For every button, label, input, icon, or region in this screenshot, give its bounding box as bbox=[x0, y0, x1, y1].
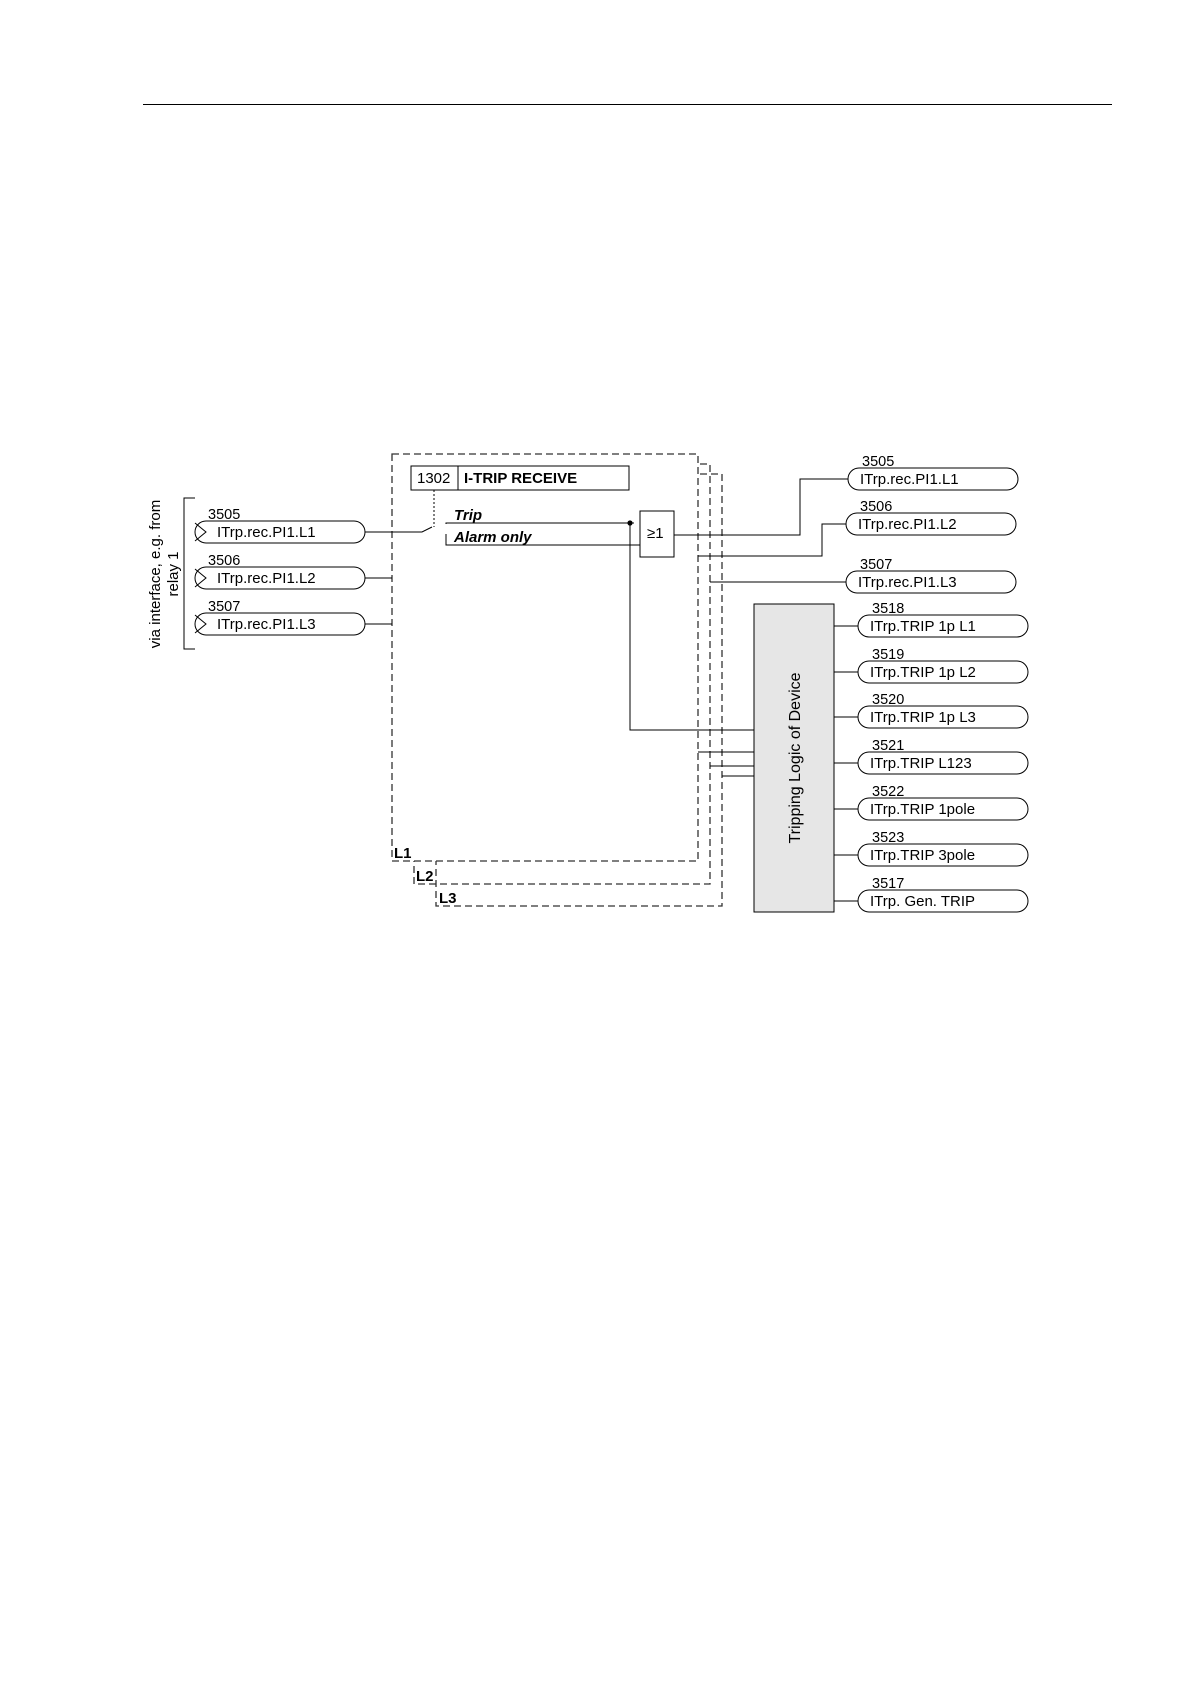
tripping-logic-block bbox=[753, 603, 835, 913]
trip-output-3517: 3517 ITrp. Gen. TRIP bbox=[857, 876, 1029, 913]
output-number: 3506 bbox=[860, 499, 892, 515]
input-group-label-line1: via interface, e.g. from bbox=[147, 500, 164, 648]
phase-output-3505: 3505 ITrp.rec.PI1.L1 bbox=[847, 454, 1019, 491]
parameter-box bbox=[410, 465, 630, 491]
trip-output-3518: 3518 ITrp.TRIP 1p L1 bbox=[857, 601, 1029, 638]
trip-label: ITrp.TRIP L123 bbox=[870, 755, 972, 772]
input-group-bracket bbox=[183, 497, 195, 650]
trip-label: ITrp.TRIP 1p L1 bbox=[870, 618, 976, 635]
trip-output-wires bbox=[834, 625, 858, 902]
output-number: 3507 bbox=[860, 557, 892, 573]
trip-number: 3517 bbox=[872, 876, 904, 892]
input-signal-3506: 3506 ITrp.rec.PI1.L2 bbox=[194, 553, 366, 590]
contact-trip bbox=[445, 522, 634, 524]
trip-to-logic-wire bbox=[629, 523, 754, 731]
or-gate bbox=[639, 510, 675, 558]
trip-label: ITrp.TRIP 3pole bbox=[870, 847, 975, 864]
output-label: ITrp.rec.PI1.L2 bbox=[858, 516, 957, 533]
output-label: ITrp.rec.PI1.L1 bbox=[860, 471, 959, 488]
trip-label: ITrp.TRIP 1pole bbox=[870, 801, 975, 818]
input-signal-3505: 3505 ITrp.rec.PI1.L1 bbox=[194, 507, 366, 544]
layer-l3-label: L3 bbox=[439, 890, 457, 907]
trip-label: ITrp.TRIP 1p L3 bbox=[870, 709, 976, 726]
input-signal-3507: 3507 ITrp.rec.PI1.L3 bbox=[194, 599, 366, 636]
header-rule bbox=[143, 104, 1112, 105]
output-label: ITrp.rec.PI1.L3 bbox=[858, 574, 957, 591]
trip-output-3522: 3522 ITrp.TRIP 1pole bbox=[857, 784, 1029, 821]
input-label: ITrp.rec.PI1.L2 bbox=[217, 570, 316, 587]
input-group-label-line2: relay 1 bbox=[165, 551, 182, 596]
output-wire-l1 bbox=[674, 478, 848, 536]
layer-l2-label: L2 bbox=[416, 868, 434, 885]
trip-number: 3519 bbox=[872, 647, 904, 663]
option-trip-label: Trip bbox=[454, 507, 482, 524]
trip-number: 3523 bbox=[872, 830, 904, 846]
trip-number: 3522 bbox=[872, 784, 904, 800]
input-label: ITrp.rec.PI1.L1 bbox=[217, 524, 316, 541]
trip-output-3521: 3521 ITrp.TRIP L123 bbox=[857, 738, 1029, 775]
tripping-logic-label: Tripping Logic of Device bbox=[787, 672, 804, 843]
trip-number: 3518 bbox=[872, 601, 904, 617]
input-number: 3505 bbox=[208, 507, 240, 523]
output-wire-l2 bbox=[698, 523, 846, 557]
trip-output-3523: 3523 ITrp.TRIP 3pole bbox=[857, 830, 1029, 867]
parameter-address: 1302 bbox=[417, 470, 450, 487]
trip-number: 3521 bbox=[872, 738, 904, 754]
contact-alarm bbox=[445, 534, 640, 546]
trip-number: 3520 bbox=[872, 692, 904, 708]
phase-output-3506: 3506 ITrp.rec.PI1.L2 bbox=[845, 499, 1017, 536]
layer-l1-frame bbox=[391, 453, 699, 862]
input-number: 3506 bbox=[208, 553, 240, 569]
output-number: 3505 bbox=[862, 454, 894, 470]
input-label: ITrp.rec.PI1.L3 bbox=[217, 616, 316, 633]
parameter-name: I-TRIP RECEIVE bbox=[464, 470, 577, 487]
input-number: 3507 bbox=[208, 599, 240, 615]
trip-output-3519: 3519 ITrp.TRIP 1p L2 bbox=[857, 647, 1029, 684]
or-gate-label: ≥1 bbox=[647, 525, 664, 542]
trip-label: ITrp.TRIP 1p L2 bbox=[870, 664, 976, 681]
input-wire-l1 bbox=[365, 526, 433, 533]
option-alarm-label: Alarm only bbox=[453, 529, 532, 546]
layer-l1-label: L1 bbox=[394, 845, 412, 862]
trip-label: ITrp. Gen. TRIP bbox=[870, 893, 975, 910]
phase-output-3507: 3507 ITrp.rec.PI1.L3 bbox=[845, 557, 1017, 594]
trip-output-3520: 3520 ITrp.TRIP 1p L3 bbox=[857, 692, 1029, 729]
